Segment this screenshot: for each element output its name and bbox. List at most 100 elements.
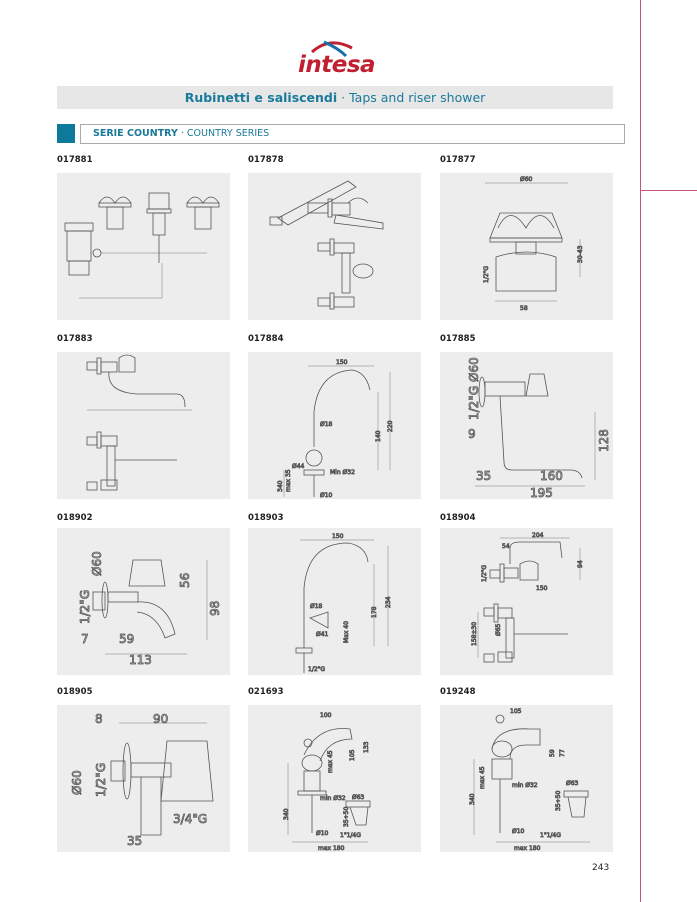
dimension-label: 150 bbox=[336, 359, 348, 366]
svg-text:94: 94 bbox=[577, 560, 584, 568]
dimension-label: 105 bbox=[510, 708, 522, 715]
technical-drawing bbox=[86, 354, 192, 491]
svg-text:56: 56 bbox=[178, 573, 192, 588]
dimension-label: 9 bbox=[468, 427, 476, 441]
svg-text:max 45: max 45 bbox=[479, 766, 486, 789]
svg-text:max 35: max 35 bbox=[285, 469, 292, 492]
dimension-label: 195 bbox=[530, 486, 553, 499]
dimension-label: 59 bbox=[549, 749, 556, 757]
page-tab-line bbox=[640, 190, 697, 191]
dimension-label: max 35 bbox=[285, 469, 292, 492]
dimension-label: 1"1/4G bbox=[340, 832, 361, 839]
series-italian: SERIE COUNTRY bbox=[93, 128, 178, 139]
title-italian: Rubinetti e saliscendi bbox=[184, 90, 338, 105]
svg-text:1/2"G: 1/2"G bbox=[94, 763, 108, 797]
svg-text:128: 128 bbox=[597, 429, 611, 452]
dimension-label: 54 bbox=[502, 543, 510, 550]
product-code: 017884 bbox=[248, 334, 284, 344]
svg-text:113: 113 bbox=[129, 653, 152, 667]
svg-text:max 45: max 45 bbox=[327, 750, 334, 773]
product-code: 018902 bbox=[57, 513, 93, 523]
dimension-label: Ø44 bbox=[292, 463, 305, 470]
product-code: 019248 bbox=[440, 687, 476, 697]
dimension-label: 340 bbox=[469, 793, 476, 805]
dimension-label: max 180 bbox=[318, 845, 345, 852]
svg-text:35÷50: 35÷50 bbox=[555, 791, 562, 811]
page-number: 243 bbox=[592, 863, 610, 873]
dimension-label: Ø60 bbox=[70, 770, 84, 795]
svg-text:105: 105 bbox=[349, 749, 356, 761]
dimension-label: 58 bbox=[520, 305, 528, 312]
dimension-label: 128 bbox=[597, 429, 611, 452]
svg-text:Ø60: Ø60 bbox=[90, 551, 104, 576]
svg-text:1/2"G: 1/2"G bbox=[481, 565, 488, 582]
dimension-label: 56 bbox=[178, 573, 192, 588]
svg-text:Ø63: Ø63 bbox=[566, 780, 579, 787]
dimension-label: Ø10 bbox=[316, 830, 329, 837]
svg-text:58: 58 bbox=[520, 305, 528, 312]
svg-text:59: 59 bbox=[549, 749, 556, 757]
svg-text:Ø10: Ø10 bbox=[512, 828, 525, 835]
dimension-label: 90 bbox=[153, 712, 168, 726]
svg-text:105: 105 bbox=[510, 708, 522, 715]
svg-text:1/2"G: 1/2"G bbox=[467, 386, 481, 420]
svg-text:Ø18: Ø18 bbox=[310, 603, 323, 610]
svg-text:Ø60: Ø60 bbox=[70, 770, 84, 795]
svg-text:Ø60: Ø60 bbox=[520, 176, 533, 183]
svg-text:Max 40: Max 40 bbox=[343, 621, 350, 643]
dimension-label: 340 bbox=[283, 808, 290, 820]
svg-text:100: 100 bbox=[320, 712, 332, 719]
dimension-label: 105 bbox=[349, 749, 356, 761]
dimension-label: 7 bbox=[81, 632, 89, 646]
dimension-label: 1/2"G bbox=[308, 666, 325, 673]
dimension-label: 1/2"G bbox=[78, 590, 92, 624]
dimension-label: Ø10 bbox=[320, 492, 333, 499]
svg-text:77: 77 bbox=[559, 749, 566, 757]
dimension-label: Ø60 bbox=[467, 357, 481, 382]
dimension-label: Ø65 bbox=[495, 623, 502, 636]
intesa-logo: intesa bbox=[290, 38, 380, 80]
dimension-label: 178 bbox=[371, 606, 378, 618]
series-separator: · bbox=[177, 128, 187, 139]
technical-drawing bbox=[64, 192, 220, 299]
dimension-label: 35÷50 bbox=[555, 791, 562, 811]
svg-text:140: 140 bbox=[375, 430, 382, 442]
dimension-label: Min Ø32 bbox=[330, 469, 355, 476]
series-heading: SERIE COUNTRY · COUNTRY SERIES bbox=[80, 124, 625, 144]
dimension-label: 150 bbox=[332, 533, 344, 540]
svg-text:3/4"G: 3/4"G bbox=[173, 812, 207, 826]
page-edge-line bbox=[640, 0, 641, 902]
dimension-label: 158±30 bbox=[471, 622, 478, 646]
dimension-label: 1/2"G bbox=[481, 565, 488, 582]
dimension-label: min Ø32 bbox=[512, 782, 538, 789]
dimension-label: 98 bbox=[208, 601, 222, 616]
dimension-label: 30-43 bbox=[577, 245, 584, 263]
svg-text:min Ø32: min Ø32 bbox=[320, 795, 346, 802]
svg-text:30-43: 30-43 bbox=[577, 245, 584, 263]
svg-text:Ø10: Ø10 bbox=[320, 492, 333, 499]
svg-text:min Ø32: min Ø32 bbox=[512, 782, 538, 789]
product-code: 018904 bbox=[440, 513, 476, 523]
dimension-label: 220 bbox=[387, 420, 394, 432]
dimension-label: Ø63 bbox=[566, 780, 579, 787]
dimension-label: 234 bbox=[385, 596, 392, 608]
dimension-label: max 180 bbox=[514, 845, 541, 852]
title-english: Taps and riser shower bbox=[349, 90, 486, 105]
svg-text:340: 340 bbox=[469, 793, 476, 805]
product-code: 021693 bbox=[248, 687, 284, 697]
title-separator: · bbox=[337, 90, 350, 105]
svg-text:340: 340 bbox=[283, 808, 290, 820]
svg-text:150: 150 bbox=[536, 585, 548, 592]
dimension-label: max 45 bbox=[479, 766, 486, 789]
